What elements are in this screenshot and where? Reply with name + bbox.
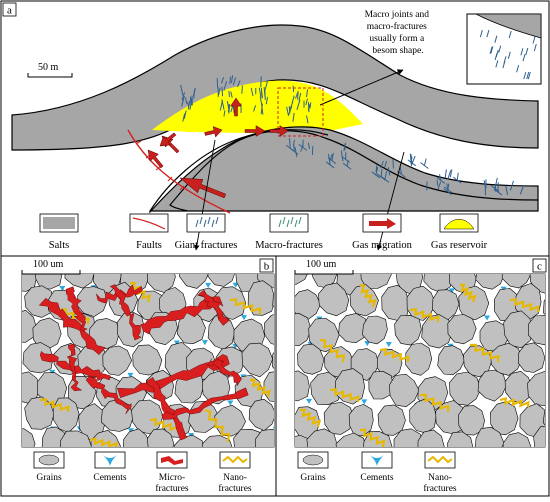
fracture-tick — [222, 87, 223, 96]
legend-a-label-salts: Salts — [49, 240, 69, 251]
panel-c-scale-bar — [295, 270, 353, 274]
legend-label-nano: fractures — [423, 483, 457, 494]
panel-a-scale-text: 50 m — [38, 62, 59, 73]
legend-label-micro: fractures — [155, 483, 189, 494]
cement — [500, 455, 506, 460]
legend-a-label-migration: Gas migration — [352, 240, 413, 251]
legend-label-grains: Grains — [36, 473, 62, 483]
cement — [471, 462, 477, 467]
fracture-tick — [448, 170, 451, 179]
legend-a-label-macro: Macro-fractures — [255, 240, 323, 251]
panel-c-scale-text: 100 um — [306, 259, 337, 270]
cement — [281, 457, 287, 462]
panel-a-label: a — [7, 5, 12, 17]
legend-label-grains: Grains — [300, 473, 326, 483]
fracture-tick — [393, 159, 394, 168]
legend-label-cements: Cements — [93, 473, 127, 483]
legend-a: Salts Faults Giant fractures Macro-fracture… — [40, 214, 488, 251]
grain — [361, 258, 392, 288]
legend-label-cements: Cements — [360, 473, 394, 483]
fracture-tick — [242, 86, 243, 94]
fracture-tick — [420, 163, 428, 169]
legend-a-label-reservoir: Gas reservoir — [431, 240, 488, 251]
grain-swatch-icon — [39, 455, 59, 465]
legend-label-nano: Nano- — [428, 473, 452, 483]
legend-a-swatch-giant — [187, 214, 225, 232]
grain — [281, 371, 310, 401]
grain — [255, 429, 286, 459]
legend-label-nano: fractures — [218, 483, 252, 494]
legend-a-label-giant: Giant fractures — [175, 240, 238, 251]
panel-c-label: c — [537, 261, 542, 273]
legend-label-micro: Micro- — [159, 473, 185, 483]
panel-b-label: b — [264, 261, 270, 273]
grain-swatch-icon — [303, 455, 323, 465]
fracture-tick — [261, 88, 262, 98]
legend-c: Grains Cements Nano-fractures — [298, 452, 457, 494]
fracture-tick — [437, 180, 438, 186]
fracture-tick — [190, 97, 191, 104]
legend-a-label-faults: Faults — [136, 240, 162, 251]
panel-b-scale-bar — [22, 270, 80, 274]
legend-a-swatch-faults — [130, 214, 168, 232]
grains-c — [279, 255, 550, 467]
legend-a-swatch-macro — [270, 214, 308, 232]
gas-migration-arrow — [160, 133, 176, 146]
fracture-tick — [194, 90, 195, 99]
legend-label-nano: Nano- — [223, 473, 247, 483]
fracture-tick — [308, 102, 309, 112]
salt-swatch-icon — [43, 217, 75, 229]
fracture-tick — [445, 169, 446, 177]
fracture-tick — [457, 173, 458, 180]
callout-text: Macro joints and macro-fractures usually… — [365, 10, 432, 56]
fracture-tick — [230, 76, 231, 83]
grain — [60, 431, 91, 462]
panel-b-scale-text: 100 um — [33, 259, 64, 270]
grain — [264, 371, 293, 402]
fracture-tick — [229, 91, 230, 97]
panel-a: a 50 m Macro joints and macro-fractures … — [3, 3, 541, 251]
panel-c: c 100 um Grains Cements Nano-fractures — [279, 255, 550, 494]
cement — [86, 459, 92, 464]
cement — [201, 463, 207, 468]
fracture-tick — [424, 159, 426, 166]
panel-a-scale-bar — [28, 73, 72, 77]
cement — [65, 456, 71, 461]
